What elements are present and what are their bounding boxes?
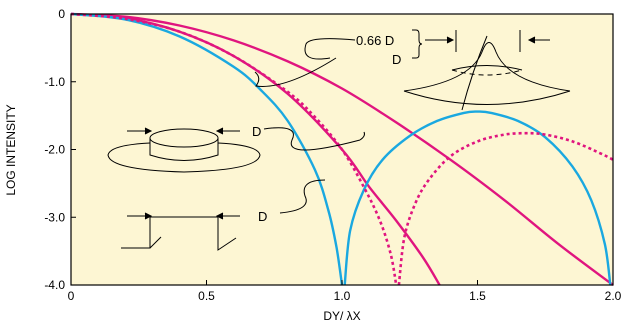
annotation-label-d-slit: D [258,209,267,224]
x-axis-ticks: 0 0.5 1.0 1.5 2.0 [68,280,622,303]
x-axis-label: DY/ λX [323,309,360,323]
series-line-1 [70,12,614,286]
series-line-6 [397,131,614,286]
disk-illustration [107,127,365,173]
slit-illustration [121,179,326,251]
x-tick-label: 0 [68,289,75,303]
annotation-labels: 0.66 D D D D [252,33,401,224]
y-tick-label: -1.0 [44,75,65,89]
y-axis-ticks: 0 -1.0 -2.0 -3.0 -4.0 [44,7,76,292]
x-tick-label: 1.5 [469,289,486,303]
series-line-5 [70,12,398,286]
annotation-label-066d: 0.66 D [356,33,394,48]
y-tick-label: -3.0 [44,210,65,224]
series-line-3 [70,12,344,286]
series-group [70,12,614,286]
series-line-4 [343,110,612,286]
annotation-label-d-disk: D [252,124,261,139]
y-tick-label: -4.0 [44,278,65,292]
x-tick-label: 1.0 [334,289,351,303]
x-tick-label: 2.0 [605,289,622,303]
y-tick-label: 0 [58,7,65,21]
y-axis-label: LOG INTENSITY [4,104,18,195]
annotation-label-d-upper: D [392,52,401,67]
bell-spot-illustration [254,29,571,111]
x-tick-label: 0.5 [198,289,215,303]
y-tick-label: -2.0 [44,143,65,157]
schematic-illustrations [107,29,571,251]
